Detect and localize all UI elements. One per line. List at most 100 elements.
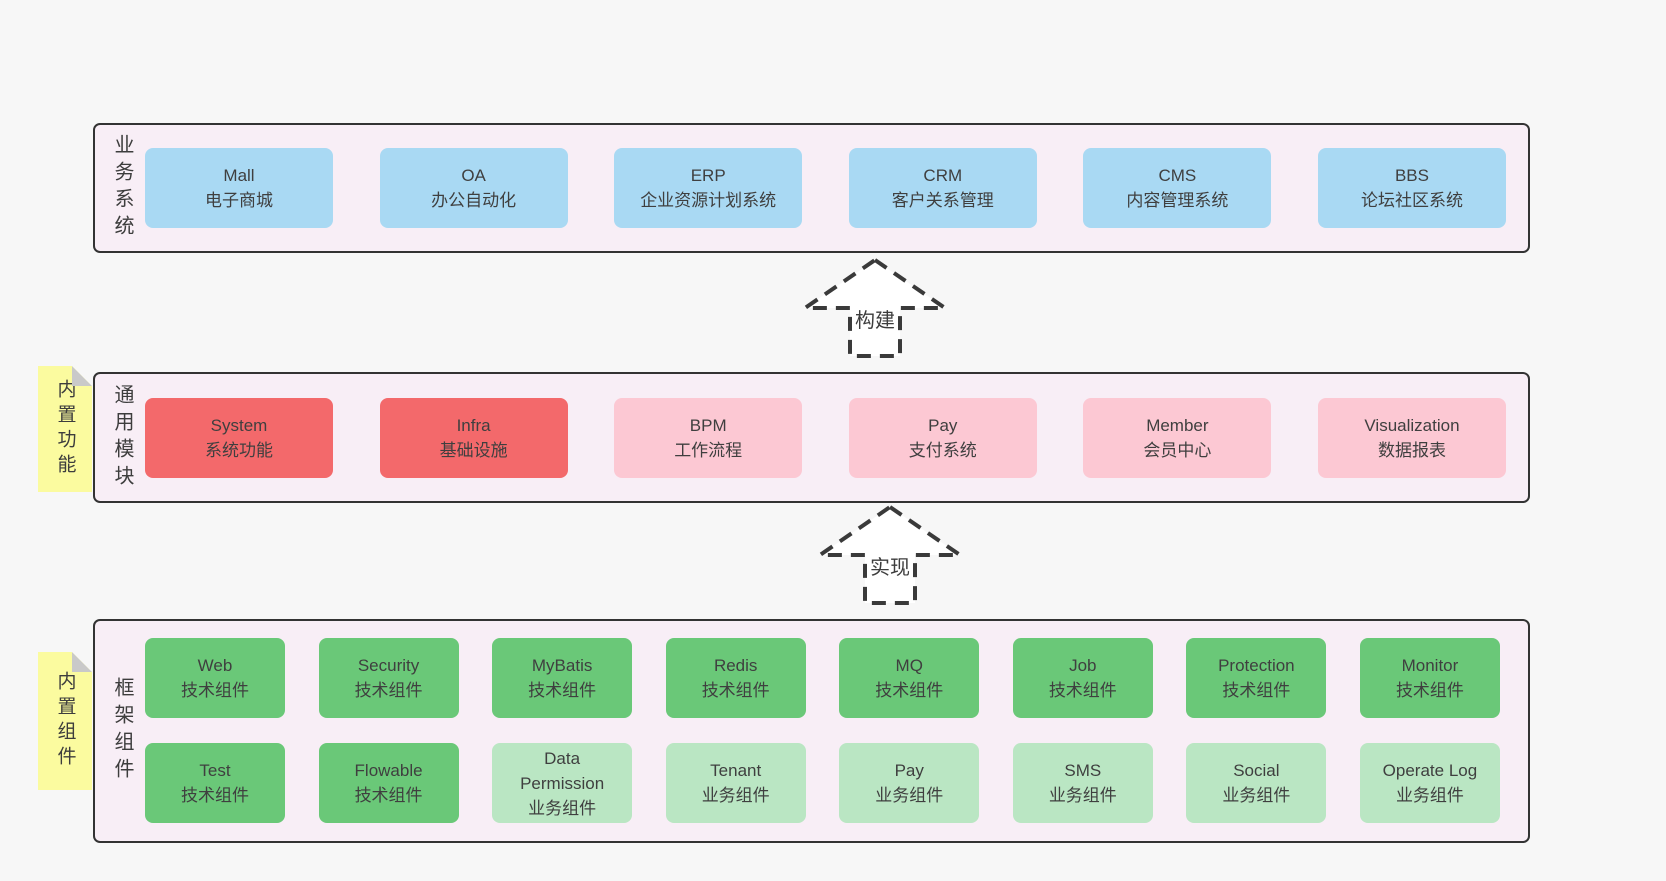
components-box-row-2: Test 技术组件 Flowable 技术组件 Data Permission … <box>95 743 1528 823</box>
layer-label-common-modules: 通用模块 <box>111 383 133 492</box>
box-subtitle: 支付系统 <box>908 440 977 460</box>
diagram-box-redis: Redis 技术组件 <box>665 638 806 718</box>
note-text: 内置功能 <box>54 379 76 479</box>
box-title: Protection <box>1218 656 1295 675</box>
modules-box-row: System 系统功能 Infra 基础设施 BPM 工作流程 Pay 支付系统… <box>95 397 1528 478</box>
box-title: Monitor <box>1401 656 1459 675</box>
arrow-up-implement: 实现 <box>817 504 963 606</box>
dashed-up-arrow-icon <box>802 257 948 358</box>
arrow-up-build: 构建 <box>802 257 948 359</box>
box-subtitle: 系统功能 <box>205 440 273 460</box>
box-subtitle: 数据报表 <box>1377 440 1446 460</box>
layer-framework-components: 框架组件 Web 技术组件 Security 技术组件 MyBatis 技术组件… <box>93 619 1530 843</box>
box-title: CMS <box>1158 166 1197 185</box>
box-title: Web <box>197 656 233 675</box>
note-fold-corner <box>72 366 92 386</box>
box-title: Operate Log <box>1382 761 1478 780</box>
box-subtitle: 业务组件 <box>701 786 770 805</box>
sticky-note-builtin-features: 内置功能 <box>38 366 92 492</box>
box-subtitle: 企业资源计划系统 <box>640 191 777 210</box>
box-title: Data Permission <box>520 748 605 793</box>
box-subtitle: 技术组件 <box>181 786 249 805</box>
box-title: MyBatis <box>531 656 593 675</box>
box-title: Visualization <box>1364 415 1460 435</box>
diagram-box-infra: Infra 基础设施 <box>379 397 568 478</box>
box-title: Flowable <box>354 761 423 780</box>
box-subtitle: 技术组件 <box>528 681 597 700</box>
box-title: Redis <box>713 656 758 675</box>
box-subtitle: 业务组件 <box>528 798 597 818</box>
diagram-box-flowable: Flowable 技术组件 <box>318 743 459 823</box>
box-title: Mall <box>223 166 255 185</box>
box-subtitle: 技术组件 <box>354 681 423 700</box>
box-subtitle: 内容管理系统 <box>1126 191 1229 210</box>
diagram-box-web: Web 技术组件 <box>145 638 285 718</box>
box-title: Infra <box>456 415 491 435</box>
diagram-box-data-permission: Data Permission 业务组件 <box>492 743 633 823</box>
box-subtitle: 技术组件 <box>701 681 770 700</box>
diagram-box-bpm: BPM 工作流程 <box>614 397 803 478</box>
box-title: Pay <box>928 415 958 435</box>
layer-business-systems: 业务系统 Mall 电子商城 OA 办公自动化 ERP 企业资源计划系统 CRM… <box>93 123 1530 253</box>
diagram-box-monitor: Monitor 技术组件 <box>1359 638 1500 718</box>
box-subtitle: 技术组件 <box>1395 681 1464 700</box>
note-fold-corner <box>72 652 92 672</box>
diagram-box-visualization: Visualization 数据报表 <box>1317 397 1506 478</box>
box-subtitle: 业务组件 <box>1222 786 1291 805</box>
components-box-row-1: Web 技术组件 Security 技术组件 MyBatis 技术组件 Redi… <box>95 638 1528 718</box>
note-text: 内置组件 <box>54 671 76 771</box>
box-subtitle: 办公自动化 <box>431 191 517 210</box>
box-subtitle: 工作流程 <box>674 440 743 460</box>
dashed-up-arrow-icon <box>817 504 963 605</box>
diagram-box-oa: OA 办公自动化 <box>379 148 568 228</box>
diagram-box-pay-system: Pay 支付系统 <box>848 397 1037 478</box>
diagram-box-job: Job 技术组件 <box>1012 638 1153 718</box>
box-title: SMS <box>1064 761 1102 780</box>
diagram-box-operate-log: Operate Log 业务组件 <box>1359 743 1500 823</box>
box-subtitle: 技术组件 <box>354 786 423 805</box>
box-title: Security <box>357 656 420 675</box>
box-subtitle: 业务组件 <box>875 786 944 805</box>
box-subtitle: 论坛社区系统 <box>1360 191 1463 210</box>
diagram-box-sms: SMS 业务组件 <box>1012 743 1153 823</box>
box-title: ERP <box>690 166 726 185</box>
arrow-build-label: 构建 <box>853 309 897 334</box>
diagram-box-mall: Mall 电子商城 <box>145 148 333 228</box>
box-title: BPM <box>689 415 727 435</box>
box-subtitle: 电子商城 <box>205 191 273 210</box>
sticky-note-builtin-components: 内置组件 <box>38 652 92 790</box>
diagram-box-bbs: BBS 论坛社区系统 <box>1317 148 1506 228</box>
box-title: Social <box>1233 761 1280 780</box>
diagram-box-social: Social 业务组件 <box>1186 743 1327 823</box>
box-title: Member <box>1146 415 1209 435</box>
box-subtitle: 会员中心 <box>1143 440 1212 460</box>
layer-common-modules: 通用模块 System 系统功能 Infra 基础设施 BPM 工作流程 Pay… <box>93 372 1530 503</box>
box-title: MQ <box>895 656 923 675</box>
diagram-box-security: Security 技术组件 <box>318 638 459 718</box>
diagram-box-pay-component: Pay 业务组件 <box>839 743 980 823</box>
box-title: BBS <box>1394 166 1429 185</box>
box-subtitle: 业务组件 <box>1395 786 1464 805</box>
box-title: CRM <box>923 166 963 185</box>
box-title: Job <box>1069 656 1097 675</box>
box-subtitle: 技术组件 <box>875 681 944 700</box>
box-subtitle: 技术组件 <box>1048 681 1117 700</box>
diagram-box-member: Member 会员中心 <box>1083 397 1272 478</box>
box-subtitle: 客户关系管理 <box>891 191 994 210</box>
diagram-box-tenant: Tenant 业务组件 <box>665 743 806 823</box>
diagram-box-test: Test 技术组件 <box>145 743 285 823</box>
box-title: Test <box>199 761 231 780</box>
diagram-box-mybatis: MyBatis 技术组件 <box>492 638 633 718</box>
box-subtitle: 技术组件 <box>1222 681 1291 700</box>
box-subtitle: 技术组件 <box>181 681 249 700</box>
layer-label-framework-components: 框架组件 <box>111 677 133 785</box>
diagram-box-system: System 系统功能 <box>145 397 333 478</box>
box-subtitle: 基础设施 <box>439 440 508 460</box>
box-subtitle: 业务组件 <box>1048 786 1117 805</box>
box-title: Tenant <box>710 761 762 780</box>
diagram-box-erp: ERP 企业资源计划系统 <box>614 148 803 228</box>
box-title: Pay <box>894 761 924 780</box>
layer-label-business-systems: 业务系统 <box>111 134 133 242</box>
arrow-implement-label: 实现 <box>868 556 912 581</box>
